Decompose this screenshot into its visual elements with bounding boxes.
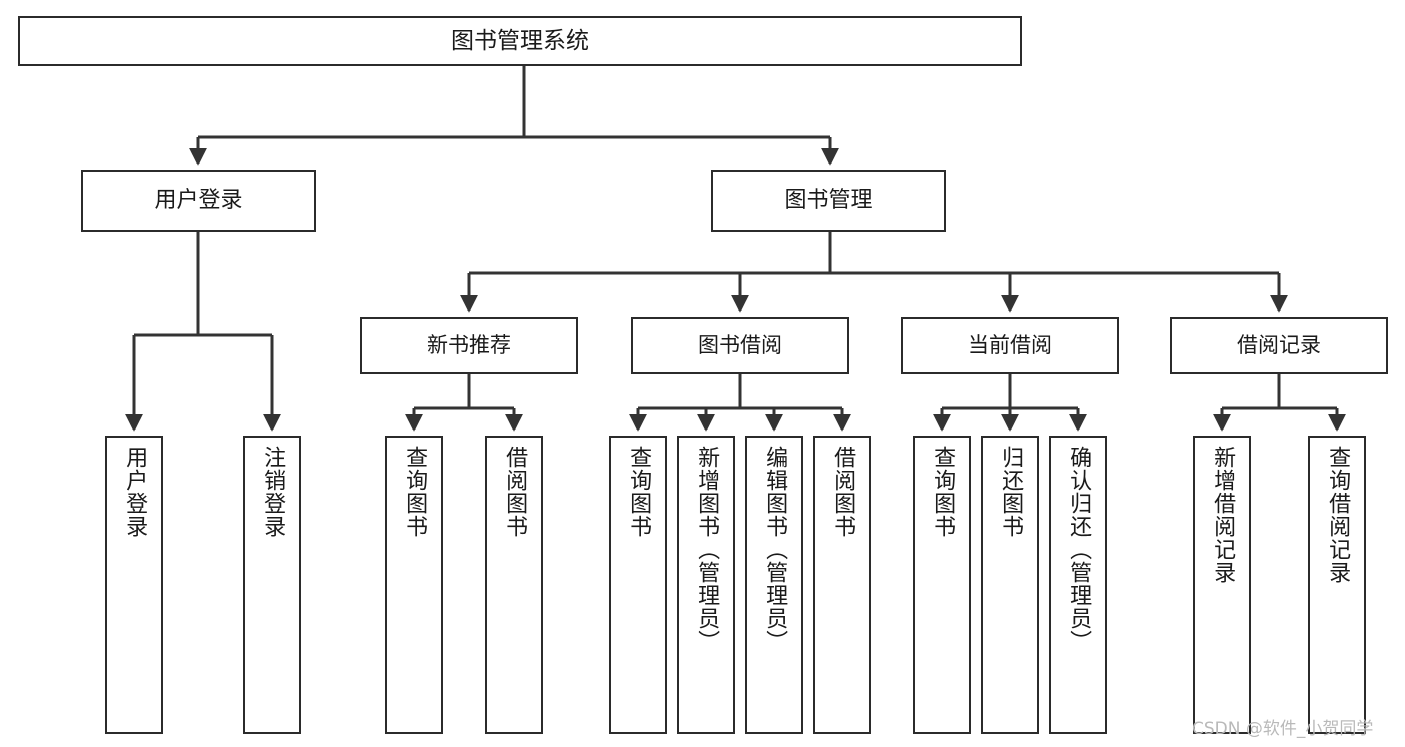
leaf-edit-book-admin[interactable]: 编辑图书（管理员） <box>745 436 803 734</box>
leaf-borrow-book-recommend[interactable]: 借阅图书 <box>485 436 543 734</box>
node-label: 确认归还（管理员） <box>1066 446 1092 653</box>
node-new-book-recommend[interactable]: 新书推荐 <box>360 317 578 374</box>
node-label: 查询图书 <box>626 446 652 538</box>
node-current-borrow[interactable]: 当前借阅 <box>901 317 1119 374</box>
node-label: 注销登录 <box>260 446 286 538</box>
leaf-query-book-recommend[interactable]: 查询图书 <box>385 436 443 734</box>
node-label: 当前借阅 <box>968 333 1052 358</box>
node-label: 用户登录 <box>122 446 148 538</box>
leaf-return-book[interactable]: 归还图书 <box>981 436 1039 734</box>
node-label: 查询借阅记录 <box>1325 446 1351 584</box>
node-label: 新书推荐 <box>427 333 511 358</box>
node-book-management[interactable]: 图书管理 <box>711 170 946 232</box>
node-label: 查询图书 <box>930 446 956 538</box>
node-label: 图书管理系统 <box>451 27 589 54</box>
node-root-system[interactable]: 图书管理系统 <box>18 16 1022 66</box>
leaf-query-book-borrow[interactable]: 查询图书 <box>609 436 667 734</box>
node-label: 新增图书（管理员） <box>694 446 720 653</box>
leaf-logout[interactable]: 注销登录 <box>243 436 301 734</box>
node-label: 图书管理 <box>784 188 873 214</box>
watermark-text: CSDN @软件_小贺同学 <box>1192 719 1374 739</box>
node-label: 归还图书 <box>998 446 1024 538</box>
node-label: 图书借阅 <box>698 333 782 358</box>
node-label: 用户登录 <box>154 188 243 214</box>
leaf-query-book-current[interactable]: 查询图书 <box>913 436 971 734</box>
node-label: 新增借阅记录 <box>1210 446 1236 584</box>
node-label: 查询图书 <box>402 446 428 538</box>
node-label: 借阅图书 <box>502 446 528 538</box>
node-label: 借阅图书 <box>830 446 856 538</box>
node-label: 编辑图书（管理员） <box>762 446 788 653</box>
node-label: 借阅记录 <box>1237 333 1321 358</box>
leaf-borrow-book[interactable]: 借阅图书 <box>813 436 871 734</box>
node-user-login[interactable]: 用户登录 <box>81 170 316 232</box>
leaf-add-book-admin[interactable]: 新增图书（管理员） <box>677 436 735 734</box>
node-borrow-record[interactable]: 借阅记录 <box>1170 317 1388 374</box>
leaf-query-borrow-record[interactable]: 查询借阅记录 <box>1308 436 1366 734</box>
leaf-confirm-return-admin[interactable]: 确认归还（管理员） <box>1049 436 1107 734</box>
leaf-add-borrow-record[interactable]: 新增借阅记录 <box>1193 436 1251 734</box>
node-book-borrow[interactable]: 图书借阅 <box>631 317 849 374</box>
leaf-user-login[interactable]: 用户登录 <box>105 436 163 734</box>
